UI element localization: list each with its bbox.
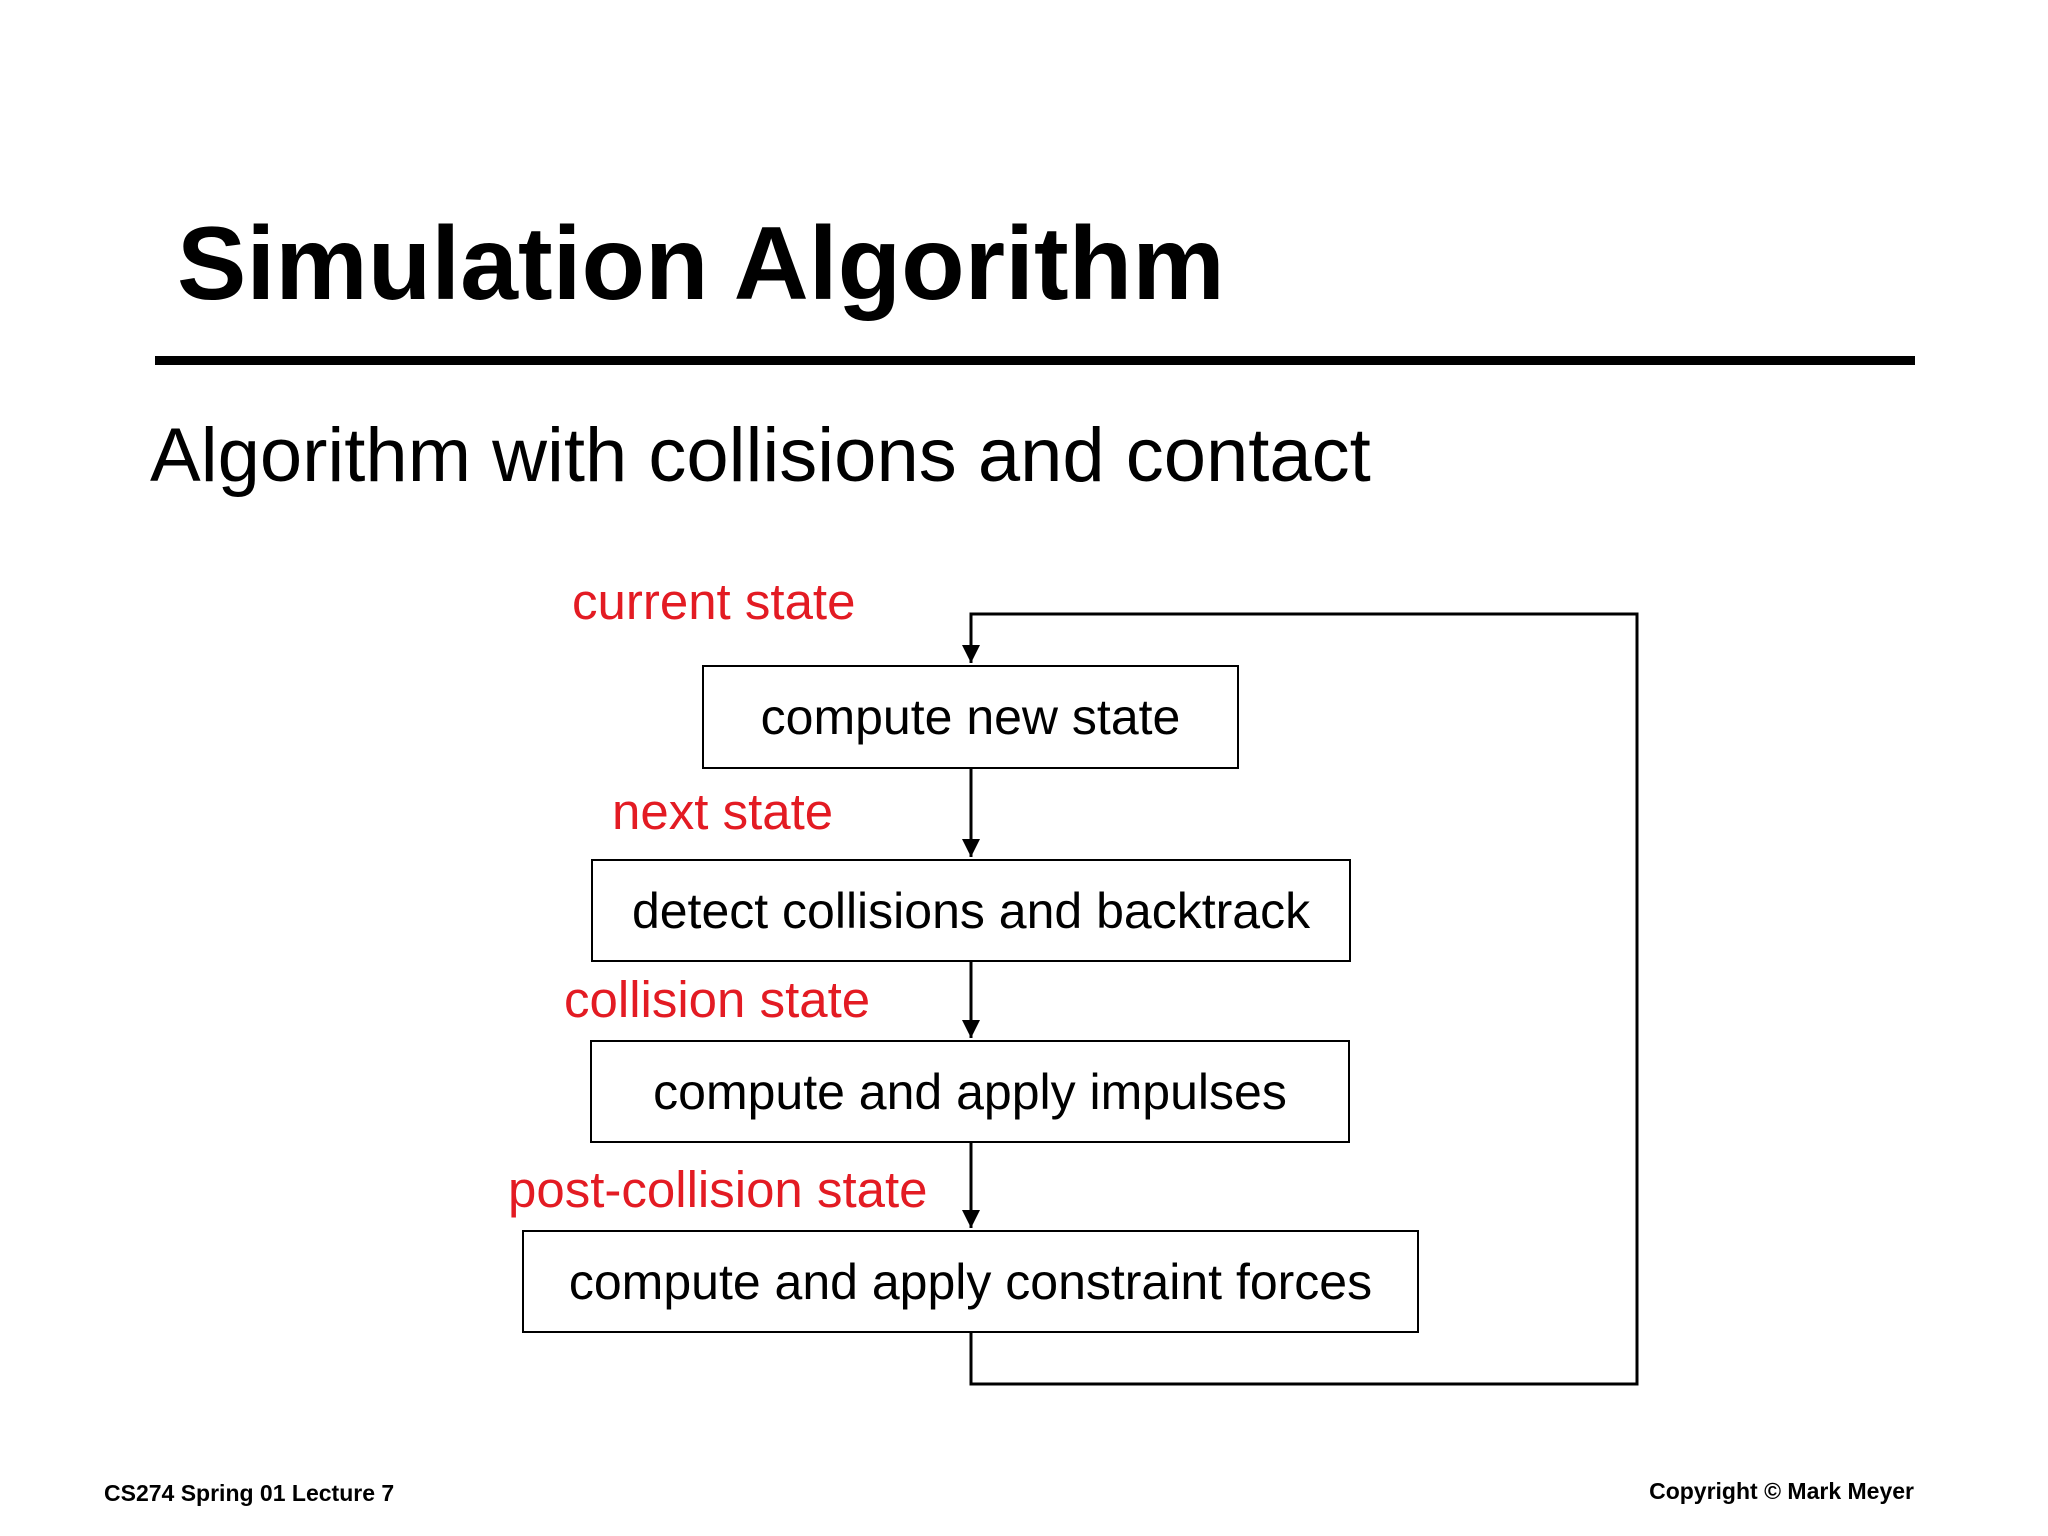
step-detect-collisions: detect collisions and backtrack xyxy=(591,859,1351,962)
footer-course-info: CS274 Spring 01 Lecture 7 xyxy=(104,1480,395,1506)
step-apply-impulses: compute and apply impulses xyxy=(590,1040,1350,1143)
loop-back-connector xyxy=(962,612,1639,1386)
slide-title: Simulation Algorithm xyxy=(177,206,1225,322)
title-divider xyxy=(155,356,1915,365)
label-collision-state: collision state xyxy=(564,971,871,1028)
step-constraint-forces-label: compute and apply constraint forces xyxy=(568,1253,1373,1310)
step-compute-new-state: compute new state xyxy=(702,665,1239,769)
footer-copyright: Copyright © Mark Meyer xyxy=(1649,1478,1914,1504)
step-apply-impulses-label: compute and apply impulses xyxy=(653,1063,1287,1120)
step-compute-new-state-label: compute new state xyxy=(760,689,1181,745)
step-constraint-forces: compute and apply constraint forces xyxy=(522,1230,1419,1333)
step-detect-collisions-label: detect collisions and backtrack xyxy=(631,882,1311,939)
label-next-state: next state xyxy=(612,783,834,840)
label-current-state: current state xyxy=(572,573,856,630)
label-post-collision-state: post-collision state xyxy=(508,1161,928,1218)
slide-subtitle: Algorithm with collisions and contact xyxy=(150,413,1371,498)
